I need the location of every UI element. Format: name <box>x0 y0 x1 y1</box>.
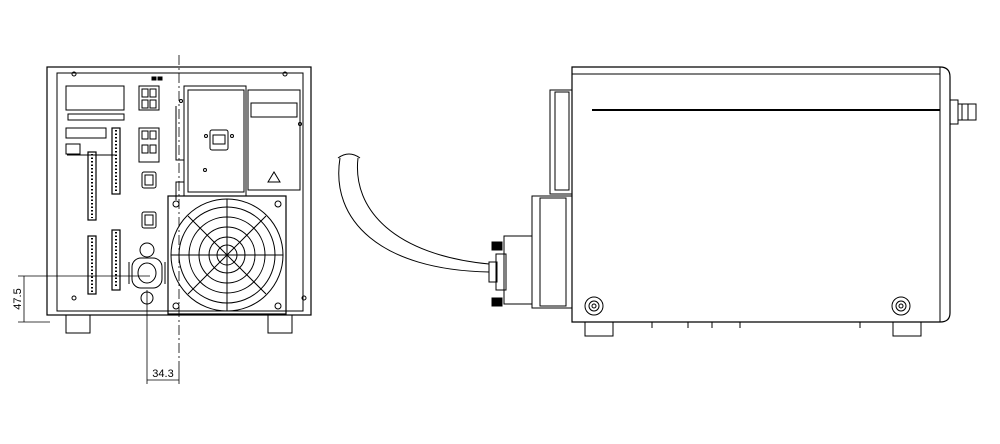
option-module <box>175 85 302 200</box>
rj-connector-group-top <box>138 85 160 111</box>
side-view <box>337 66 977 337</box>
dimension-horizontal <box>146 290 180 384</box>
front-view <box>46 55 312 370</box>
rj-connector-group-bottom <box>138 127 160 163</box>
dimension-vertical-label: 47.5 <box>12 288 24 309</box>
dimension-vertical <box>18 275 150 323</box>
cooling-fan <box>167 195 287 315</box>
dimension-horizontal-label: 34.3 <box>152 368 173 380</box>
cable-gland-front <box>128 242 166 305</box>
